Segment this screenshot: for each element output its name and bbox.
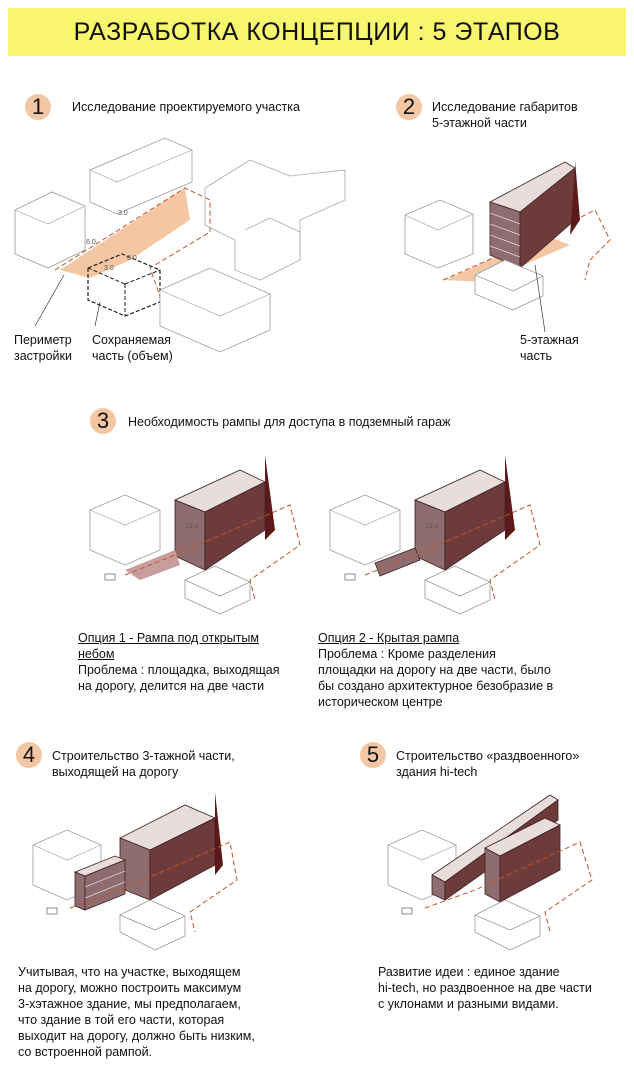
step-2-number: 2 — [402, 94, 416, 119]
car-icon — [104, 573, 116, 581]
neighbor-cube-left — [404, 199, 474, 269]
step-4-diagram — [32, 792, 238, 951]
step-1-number: 1 — [31, 94, 45, 119]
step-1-title: Исследование проектируемого участка — [72, 100, 300, 114]
step-4-badge: 4 — [16, 742, 42, 768]
neighbor-block-back — [89, 137, 193, 215]
step-2-badge: 2 — [396, 94, 422, 120]
main-mass-edge — [215, 792, 223, 875]
dim-label: 6.0 — [86, 239, 96, 246]
step-5-description: Развитие идеи : единое здание hi-tech, н… — [378, 965, 592, 1011]
step-3-number: 3 — [96, 408, 110, 433]
car-icon — [401, 907, 413, 915]
step-4-title: Строительство 3-тажной части, выходящей … — [52, 749, 235, 779]
preserved-volume — [474, 899, 541, 951]
preserved-volume — [424, 565, 491, 615]
five-floor-mass-edge — [570, 160, 580, 235]
neighbor-cube-left — [89, 494, 161, 566]
dim-label: 3.0 — [118, 210, 128, 217]
preserved-volume — [184, 565, 251, 615]
open-ramp — [125, 550, 180, 580]
step-5-badge: 5 — [360, 742, 386, 768]
neighbor-block-right — [159, 267, 271, 353]
option-2-heading: Опция 2 - Крытая рампа — [318, 631, 460, 645]
label-preserved: Сохраняемая часть (объем) — [92, 333, 173, 363]
step-3-title: Необходимость рампы для доступа в подзем… — [128, 415, 451, 429]
dim-label: 13.0 — [425, 523, 439, 530]
dim-label: 13.0 — [185, 523, 199, 530]
option-1-heading: Опция 1 - Рампа под открытым небом — [78, 631, 259, 661]
car-icon — [46, 907, 58, 915]
step-5-number: 5 — [366, 742, 380, 767]
step-4-description: Учитывая, что на участке, выходящем на д… — [18, 965, 255, 1059]
step-4-number: 4 — [22, 742, 36, 767]
neighbor-cube-left — [14, 191, 86, 269]
dim-label: 6.0 — [127, 255, 137, 262]
page-title-banner: РАЗРАБОТКА КОНЦЕПЦИИ : 5 ЭТАПОВ — [8, 8, 626, 56]
main-mass-front — [174, 499, 206, 571]
preserved-volume — [474, 259, 544, 311]
dim-label: 3.0 — [104, 265, 114, 272]
option-2-diagram: 13.0 — [329, 455, 541, 615]
main-mass-edge — [505, 455, 515, 540]
step-2-diagram — [404, 160, 611, 333]
option-2-problem: Проблема : Кроме разделения площадки на … — [318, 647, 554, 709]
label-five-floor: 5-этажная часть — [520, 333, 579, 363]
car-icon — [344, 573, 356, 581]
option-1-diagram: 13.0 — [89, 455, 301, 615]
three-floor-part-side — [84, 859, 126, 911]
hitech-high-wing-side — [499, 824, 561, 903]
label-perimeter: Периметр застройки — [14, 333, 72, 363]
step-3-badge: 3 — [90, 408, 116, 434]
site-area — [60, 188, 190, 278]
step-5-title: Строительство «раздвоенного» здания hi-t… — [396, 749, 580, 779]
step-1-badge: 1 — [25, 94, 51, 120]
step-1-site-diagram: 3.0 6.0 6.0 3.0 — [14, 137, 346, 353]
preserved-volume — [119, 899, 186, 951]
neighbor-cube-left — [329, 494, 401, 566]
page-title: РАЗРАБОТКА КОНЦЕПЦИИ : 5 ЭТАПОВ — [73, 17, 561, 46]
step-2-title: Исследование габаритов 5-этажной части — [432, 100, 578, 130]
main-mass-edge — [265, 455, 275, 540]
step-5-diagram — [387, 794, 593, 951]
hitech-high-wing-front — [484, 847, 501, 903]
option-1-problem: Проблема : площадка, выходящая на дорогу… — [78, 663, 280, 693]
building-perimeter — [54, 187, 211, 297]
